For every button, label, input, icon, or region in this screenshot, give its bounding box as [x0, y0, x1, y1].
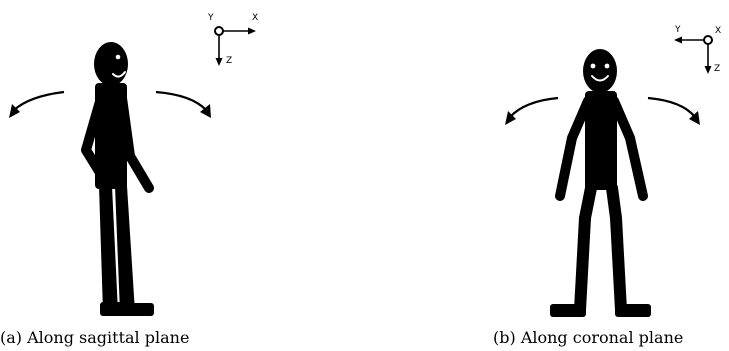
axis-horizontal-label: X	[252, 13, 258, 23]
rotation-arrow-left	[13, 90, 65, 111]
left-foot	[550, 304, 586, 317]
rotation-arrowhead-left	[9, 104, 20, 118]
axis-vertical-label: Z	[226, 56, 232, 66]
eye	[115, 54, 121, 60]
caption-sagittal: (a) Along sagittal plane	[0, 328, 190, 347]
left-leg	[574, 182, 597, 316]
head	[94, 42, 128, 86]
sagittal-illustration: Y X Z	[9, 13, 258, 316]
axis-horizontal-label: Y	[674, 25, 681, 35]
axes-triad-sagittal: Y X Z	[207, 13, 258, 66]
right-foot	[615, 304, 651, 317]
x-axis-arrowhead	[248, 27, 256, 35]
rotation-arrowhead-left	[505, 111, 516, 125]
axis-origin-marker	[703, 35, 713, 45]
right-leg	[606, 182, 627, 316]
rotation-arrows-sagittal	[9, 90, 211, 118]
axis-origin-label: Y	[207, 13, 214, 23]
left-arm	[555, 96, 593, 201]
front-arm	[117, 93, 154, 193]
back-arm	[81, 93, 107, 181]
y-axis-arrowhead	[674, 36, 682, 44]
right-arm	[609, 96, 648, 201]
head	[583, 49, 617, 93]
right-eye	[604, 63, 610, 69]
axis-origin-marker	[214, 26, 224, 36]
rotation-arrows-coronal	[505, 96, 700, 125]
rotation-arrowhead-right	[200, 104, 211, 118]
back-leg	[99, 186, 118, 312]
figure-panel-sagittal: Y X Z (a) Along sagittal plane	[0, 0, 364, 351]
stick-figure-front-view	[550, 49, 651, 317]
front-foot	[118, 303, 154, 316]
rotation-arrow-left	[509, 96, 559, 118]
left-eye	[590, 63, 596, 69]
z-axis-arrowhead	[704, 66, 712, 74]
smile	[112, 71, 126, 78]
rotation-arrowhead-right	[689, 111, 700, 125]
axes-triad-coronal: X Y Z	[674, 25, 721, 74]
front-leg	[115, 186, 135, 312]
z-axis-arrowhead	[215, 58, 223, 66]
figure-panel-coronal: X Y Z (b) Along coronal plane	[364, 0, 729, 351]
smile	[591, 75, 609, 82]
stick-figure-side-view	[81, 42, 154, 316]
torso	[585, 91, 617, 190]
coronal-illustration: X Y Z	[505, 25, 721, 317]
axis-origin-label: X	[715, 26, 721, 36]
axis-vertical-label: Z	[714, 64, 720, 74]
rotation-arrow-right	[647, 96, 696, 118]
rotation-arrow-right	[155, 90, 207, 111]
caption-coronal: (b) Along coronal plane	[493, 328, 684, 347]
